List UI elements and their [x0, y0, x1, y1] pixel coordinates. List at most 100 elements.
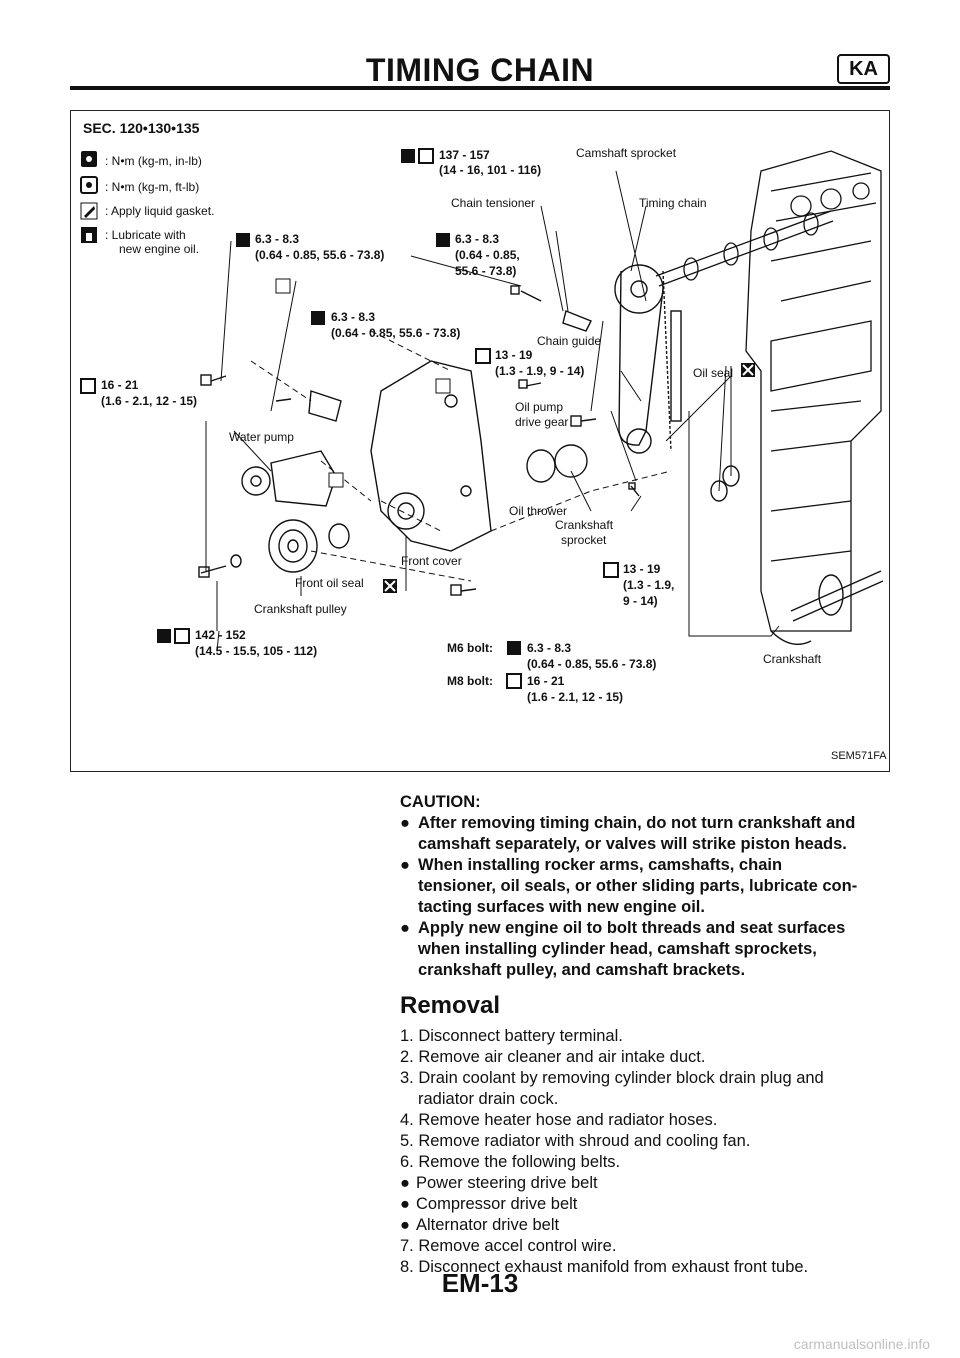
torque-value: 16 - 21 — [527, 674, 565, 688]
header-rule — [70, 86, 890, 90]
removal-step: 8. Disconnect exhaust manifold from exha… — [400, 1258, 809, 1276]
torque-wrench-icon — [603, 562, 619, 578]
label-water-pump: Water pump — [229, 430, 294, 444]
removal-step: 6. Remove the following belts. — [400, 1153, 621, 1171]
torque-value: (0.64 - 0.85, 55.6 - 73.8) — [527, 657, 656, 671]
liquid-gasket-icon — [80, 202, 98, 220]
bullet-icon: ● — [400, 856, 410, 874]
torque-value: (1.3 - 1.9, 9 - 14) — [495, 364, 584, 378]
replace-seal-icon — [383, 579, 397, 593]
torque-callout-5: 16 - 21 (1.6 - 2.1, 12 - 15) — [80, 378, 197, 408]
removal-step-continued: radiator drain cock. — [418, 1090, 559, 1108]
torque-value: 6.3 - 8.3 — [527, 641, 571, 655]
caution-line: Apply new engine oil to bolt threads and… — [418, 919, 846, 937]
engine-badge: KA — [837, 54, 890, 84]
page-number: EM-13 — [441, 1268, 519, 1298]
label-crankshaft-sprocket: Crankshaft — [555, 518, 614, 532]
torque-value: 13 - 19 — [623, 562, 661, 576]
caution-line: crankshaft pulley, and camshaft brackets… — [418, 961, 746, 979]
body-text: CAUTION: ● After removing timing chain, … — [400, 792, 895, 1278]
cylinder-block-drawing — [745, 150, 882, 632]
torque-value: 55.6 - 73.8) — [455, 264, 516, 278]
section-number: SEC. 120•130•135 — [83, 120, 200, 136]
page-title: TIMING CHAIN — [365, 52, 595, 88]
torque-value: (0.64 - 0.85, 55.6 - 73.8) — [255, 248, 384, 262]
torque-value: 9 - 14) — [623, 594, 658, 608]
belt-item: ● Power steering drive belt — [400, 1173, 895, 1194]
removal-step: 2. Remove air cleaner and air intake duc… — [400, 1048, 706, 1066]
belt-label: Alternator drive belt — [416, 1216, 560, 1234]
legend-nm-inlb: : N•m (kg-m, in-lb) — [105, 154, 202, 168]
label-crankshaft: Crankshaft — [763, 652, 822, 666]
torque-wrench-icon — [236, 233, 250, 247]
torque-value: 137 - 157 — [439, 148, 490, 162]
label-crankshaft-pulley: Crankshaft pulley — [254, 602, 347, 616]
diagram-svg: SEC. 120•130•135 : N•m (kg-m, in-lb) : N… — [80, 120, 887, 762]
crankshaft-drawing — [770, 570, 884, 645]
torque-callout-m8: M8 bolt: 16 - 21 (1.6 - 2.1, 12 - 15) — [447, 673, 623, 704]
section-heading-removal: Removal — [400, 992, 501, 1019]
front-cover-drawing — [370, 360, 492, 552]
label-oil-thrower: Oil thrower — [509, 504, 567, 518]
torque-callout-pulley: 142 - 152 (14.5 - 15.5, 105 - 112) — [157, 628, 317, 658]
legend-lubricate: : Lubricate with — [105, 228, 186, 242]
belt-item: ● Alternator drive belt — [400, 1215, 895, 1236]
caution-line: After removing timing chain, do not turn… — [418, 814, 856, 832]
torque-wrench-icon — [418, 148, 434, 164]
torque-value: 6.3 - 8.3 — [455, 232, 499, 246]
torque-value: 6.3 - 8.3 — [331, 310, 375, 324]
figure-id: SEM571FA — [831, 750, 887, 762]
caution-line: tacting surfaces with new engine oil. — [418, 898, 705, 916]
torque-wrench-icon — [475, 348, 491, 364]
torque-value: (1.3 - 1.9, — [623, 578, 674, 592]
removal-step: 7. Remove accel control wire. — [400, 1237, 617, 1255]
torque-value: (0.64 - 0.85, 55.6 - 73.8) — [331, 326, 460, 340]
oil-can-icon — [81, 227, 97, 243]
removal-step: 4. Remove heater hose and radiator hoses… — [400, 1111, 718, 1129]
oil-can-icon — [157, 629, 171, 643]
label-front-cover: Front cover — [401, 554, 462, 568]
caution-item: ● After removing timing chain, do not tu… — [400, 813, 895, 855]
torque-value: 16 - 21 — [101, 378, 139, 392]
torque-wrench-icon — [506, 673, 522, 689]
removal-step: 3. Drain coolant by removing cylinder bl… — [400, 1069, 824, 1087]
torque-value: 6.3 - 8.3 — [255, 232, 299, 246]
label-front-oil-seal: Front oil seal — [295, 576, 364, 590]
oil-can-icon — [401, 149, 415, 163]
caution-item: ● Apply new engine oil to bolt threads a… — [400, 918, 895, 981]
torque-callout-m6: M6 bolt: 6.3 - 8.3 (0.64 - 0.85, 55.6 - … — [447, 641, 656, 671]
page-header: TIMING CHAIN KA — [70, 50, 890, 90]
torque-wrench-icon — [81, 151, 97, 167]
torque-wrench-icon — [80, 176, 98, 194]
torque-wrench-icon — [80, 378, 96, 394]
torque-callout-6: 13 - 19 (1.3 - 1.9, 9 - 14) — [603, 562, 674, 608]
label-chain-guide: Chain guide — [537, 334, 601, 348]
crankshaft-pulley-drawing — [198, 519, 350, 578]
label-sprocket: sprocket — [561, 533, 607, 547]
legend-liquid-gasket: : Apply liquid gasket. — [105, 204, 214, 218]
caution-line: camshaft separately, or valves will stri… — [418, 835, 847, 853]
exploded-diagram: SEC. 120•130•135 : N•m (kg-m, in-lb) : N… — [70, 110, 890, 772]
bullet-icon: ● — [400, 919, 410, 937]
torque-wrench-icon — [507, 641, 521, 655]
label-timing-chain: Timing chain — [639, 196, 707, 210]
torque-value: (14.5 - 15.5, 105 - 112) — [195, 644, 317, 658]
label-chain-tensioner: Chain tensioner — [451, 196, 535, 210]
caution-line: When installing rocker arms, camshafts, … — [418, 856, 783, 874]
torque-value: 142 - 152 — [195, 628, 246, 642]
label-camshaft-sprocket: Camshaft sprocket — [576, 146, 677, 160]
torque-value: (1.6 - 2.1, 12 - 15) — [101, 394, 197, 408]
leader-lines — [205, 170, 780, 652]
legend-nm-ftlb: : N•m (kg-m, ft-lb) — [105, 180, 199, 194]
camshaft-drawing — [655, 210, 834, 287]
caution-line: tensioner, oil seals, or other sliding p… — [418, 877, 858, 895]
belt-label: Compressor drive belt — [416, 1195, 578, 1213]
torque-wrench-icon — [311, 311, 325, 325]
label-oil-pump: Oil pump — [515, 400, 563, 414]
caution-heading: CAUTION: — [400, 793, 481, 811]
bullet-icon: ● — [400, 814, 410, 832]
liquid-gasket-icon — [328, 472, 344, 488]
torque-callout-4: 13 - 19 (1.3 - 1.9, 9 - 14) — [475, 348, 584, 378]
torque-value: 13 - 19 — [495, 348, 533, 362]
legend-lubricate-2: new engine oil. — [119, 242, 199, 256]
